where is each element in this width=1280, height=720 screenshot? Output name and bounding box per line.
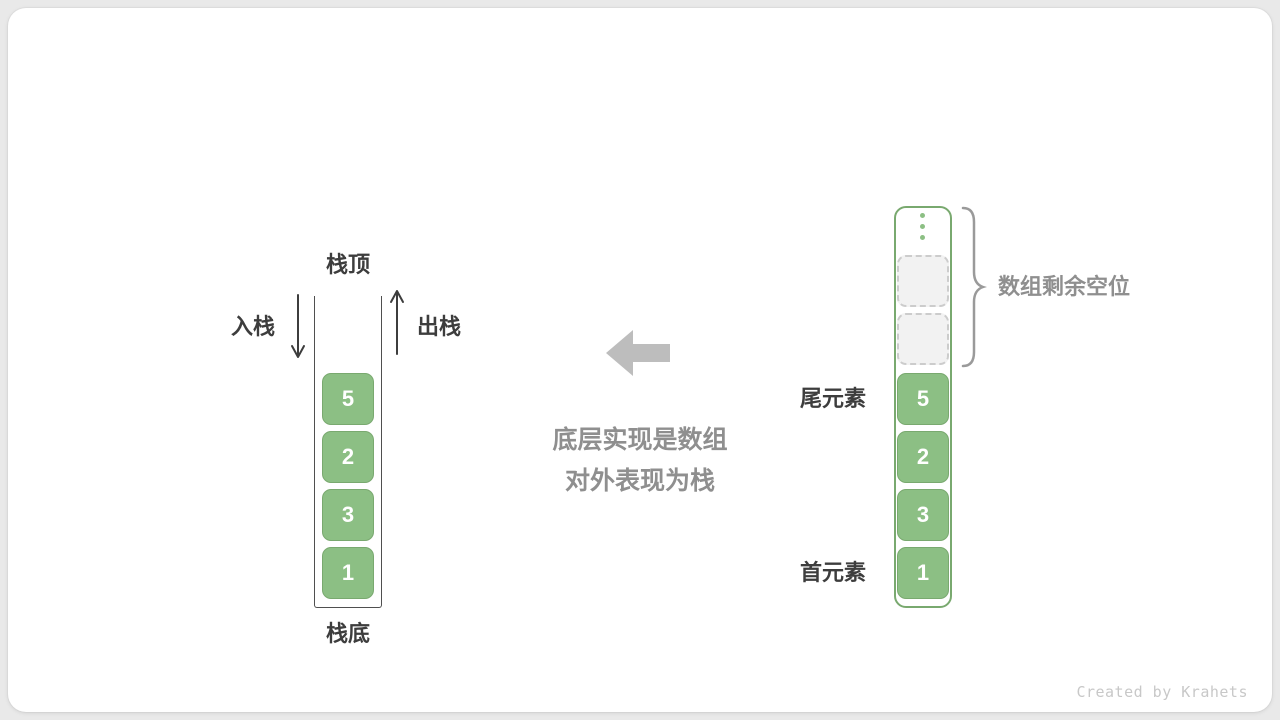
stack-cell: 3 bbox=[322, 489, 374, 541]
stack-cell: 1 bbox=[322, 547, 374, 599]
caption-line1: 底层实现是数组 bbox=[552, 426, 728, 454]
push-label: 入栈 bbox=[231, 314, 276, 339]
tail-element-label: 尾元素 bbox=[799, 386, 866, 411]
pop-arrow-icon bbox=[390, 290, 404, 355]
array-empty-cell bbox=[897, 255, 949, 307]
array-cell: 5 bbox=[897, 373, 949, 425]
push-arrow-icon bbox=[291, 294, 305, 358]
diagram-card: 栈顶 入栈 出栈 5 2 3 1 栈底 底层实现是数组 对外表现为栈 5 2 3… bbox=[8, 8, 1272, 712]
array-empty-cell bbox=[897, 313, 949, 365]
caption: 底层实现是数组 对外表现为栈 bbox=[490, 420, 790, 502]
stack-top-label: 栈顶 bbox=[325, 252, 370, 277]
left-arrow-icon bbox=[606, 330, 670, 376]
brace-icon bbox=[961, 206, 987, 368]
head-element-label: 首元素 bbox=[799, 560, 866, 585]
array-cell: 3 bbox=[897, 489, 949, 541]
stack-bottom-label: 栈底 bbox=[325, 621, 370, 646]
array-cell: 1 bbox=[897, 547, 949, 599]
stack-cell: 5 bbox=[322, 373, 374, 425]
ellipsis-icon bbox=[920, 213, 925, 240]
empty-slots-label: 数组剩余空位 bbox=[998, 274, 1131, 299]
caption-line2: 对外表现为栈 bbox=[564, 467, 715, 495]
array-cell: 2 bbox=[897, 431, 949, 483]
pop-label: 出栈 bbox=[417, 314, 462, 339]
stack-cell: 2 bbox=[322, 431, 374, 483]
credit-text: Created by Krahets bbox=[1076, 683, 1248, 701]
